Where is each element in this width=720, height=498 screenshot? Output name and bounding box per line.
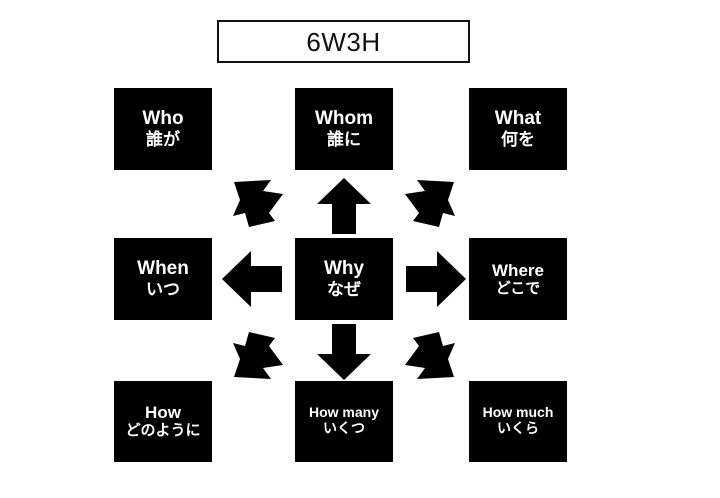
cell-when[interactable]: When いつ [114, 238, 212, 320]
cell-what-label-jp: 何を [501, 129, 535, 150]
cell-who[interactable]: Who 誰が [114, 88, 212, 170]
page-title: 6W3H [306, 26, 381, 57]
arrow-up-left-icon [231, 180, 287, 234]
cell-whom[interactable]: Whom 誰に [295, 88, 393, 170]
arrow-down-left-icon [231, 325, 287, 379]
arrow-up-right-icon [401, 180, 457, 234]
cell-how-label-en: How [145, 403, 181, 423]
cell-how-much[interactable]: How much いくら [469, 381, 567, 462]
cell-who-label-jp: 誰が [146, 129, 180, 150]
cell-whom-label-en: Whom [314, 108, 374, 130]
cell-why[interactable]: Why なぜ [295, 238, 393, 320]
cell-how-much-label-en: How much [482, 404, 554, 421]
arrow-left-icon [222, 251, 282, 307]
cell-what-label-en: What [494, 108, 542, 130]
arrow-right-icon [406, 251, 466, 307]
arrow-down-right-icon [401, 325, 457, 379]
cell-how[interactable]: How どのように [114, 381, 212, 462]
cell-how-much-label-jp: いくら [497, 421, 539, 438]
cell-how-many-label-jp: いくつ [323, 421, 365, 438]
cell-why-label-en: Why [323, 258, 365, 280]
cell-how-label-jp: どのように [125, 421, 201, 440]
cell-where[interactable]: Where どこで [469, 238, 567, 320]
cell-what[interactable]: What 何を [469, 88, 567, 170]
arrow-down-icon [317, 324, 371, 380]
arrow-up-icon [317, 178, 371, 234]
cell-when-label-jp: いつ [146, 279, 180, 300]
cell-when-label-en: When [137, 258, 189, 280]
cell-how-many[interactable]: How many いくつ [295, 381, 393, 462]
cell-why-label-jp: なぜ [327, 279, 361, 300]
cell-whom-label-jp: 誰に [327, 129, 361, 150]
cell-where-label-en: Where [492, 260, 544, 280]
cell-where-label-jp: どこで [495, 278, 541, 297]
cell-how-many-label-en: How many [308, 404, 379, 421]
cell-who-label-en: Who [142, 108, 184, 130]
diagram-title-box: 6W3H [217, 20, 470, 63]
